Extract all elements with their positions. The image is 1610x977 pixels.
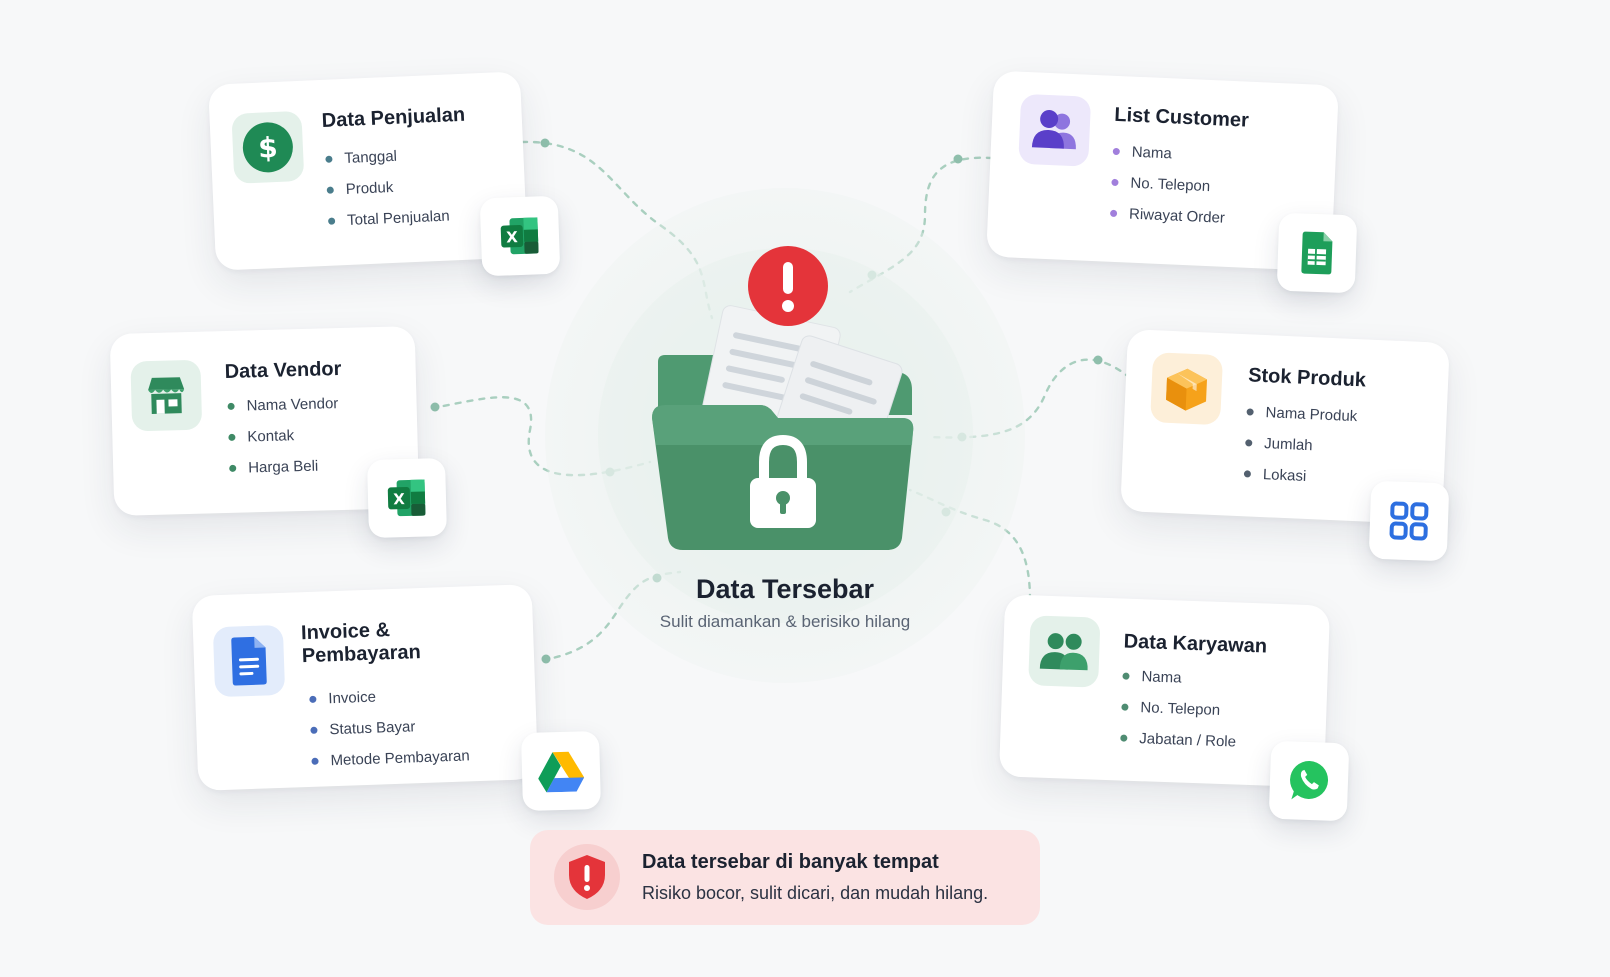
card-title: Invoice & Pembayaran bbox=[300, 619, 422, 668]
dollar-icon: $ bbox=[231, 110, 305, 184]
card-data-penjualan: $ Data Penjualan Tanggal Produk Total Pe… bbox=[208, 71, 528, 271]
list-item: Kontak bbox=[228, 419, 340, 453]
svg-text:$: $ bbox=[257, 131, 278, 165]
card-title: Data Vendor bbox=[224, 357, 342, 384]
connector-customer bbox=[848, 156, 994, 294]
list-item: Harga Beli bbox=[229, 450, 341, 484]
locked-folder-icon bbox=[652, 246, 914, 550]
whatsapp-icon bbox=[1268, 740, 1350, 822]
list-item: No. Telepon bbox=[1111, 167, 1227, 203]
card-title: Stok Produk bbox=[1247, 364, 1367, 392]
team-icon bbox=[1028, 615, 1101, 688]
shield-alert-icon bbox=[554, 844, 620, 910]
card-items: Tanggal Produk Total Penjualan bbox=[325, 139, 451, 237]
card-items: Nama Produk Jumlah Lokasi bbox=[1243, 396, 1358, 494]
list-item: Nama Vendor bbox=[227, 388, 339, 422]
list-item: Nama Produk bbox=[1246, 396, 1358, 432]
card-invoice-pembayaran: Invoice & Pembayaran Invoice Status Baya… bbox=[191, 584, 539, 791]
svg-text:X: X bbox=[393, 490, 405, 508]
card-title: Data Karyawan bbox=[1123, 630, 1268, 658]
center-title: Data Tersebar bbox=[695, 574, 875, 604]
excel-icon: X bbox=[479, 195, 561, 277]
document-icon bbox=[212, 624, 286, 698]
list-item: Total Penjualan bbox=[327, 200, 450, 236]
box-icon bbox=[1150, 352, 1224, 426]
apps-grid-icon bbox=[1368, 480, 1450, 562]
excel-icon: X bbox=[366, 457, 448, 539]
card-list-customer: List Customer Nama No. Telepon Riwayat O… bbox=[986, 70, 1339, 272]
center-subtitle: Sulit diamankan & berisiko hilang bbox=[659, 612, 911, 631]
card-data-karyawan: Data Karyawan Nama No. Telepon Jabatan /… bbox=[998, 594, 1331, 788]
card-data-vendor: Data Vendor Nama Vendor Kontak Harga Bel… bbox=[109, 326, 420, 516]
google-sheets-icon bbox=[1276, 212, 1358, 294]
users-icon bbox=[1018, 93, 1092, 167]
alert-banner: Data tersebar di banyak tempat Risiko bo… bbox=[530, 830, 1040, 925]
google-drive-icon bbox=[520, 730, 602, 812]
card-items: Invoice Status Bayar Metode Pembayaran bbox=[309, 678, 470, 776]
card-items: Nama No. Telepon Jabatan / Role bbox=[1120, 661, 1239, 758]
list-item: Metode Pembayaran bbox=[311, 740, 470, 777]
list-item: Jabatan / Role bbox=[1120, 722, 1237, 757]
card-title: Data Penjualan bbox=[321, 103, 466, 132]
alert-title: Data tersebar di banyak tempat bbox=[642, 851, 939, 873]
card-items: Nama Vendor Kontak Harga Beli bbox=[227, 388, 340, 484]
list-item: No. Telepon bbox=[1121, 692, 1238, 727]
svg-text:X: X bbox=[506, 228, 519, 246]
list-item: Lokasi bbox=[1243, 458, 1355, 494]
card-items: Nama No. Telepon Riwayat Order bbox=[1109, 136, 1228, 234]
card-title: List Customer bbox=[1113, 103, 1250, 132]
list-item: Riwayat Order bbox=[1109, 198, 1225, 234]
card-stok-produk: Stok Produk Nama Produk Jumlah Lokasi bbox=[1120, 329, 1450, 525]
store-icon bbox=[130, 359, 203, 432]
list-item: Nama bbox=[1122, 661, 1239, 696]
connector-vendor bbox=[430, 396, 652, 477]
list-item: Nama bbox=[1112, 136, 1228, 172]
list-item: Jumlah bbox=[1245, 427, 1357, 463]
alert-text: Risiko bocor, sulit dicari, dan mudah hi… bbox=[642, 883, 989, 903]
